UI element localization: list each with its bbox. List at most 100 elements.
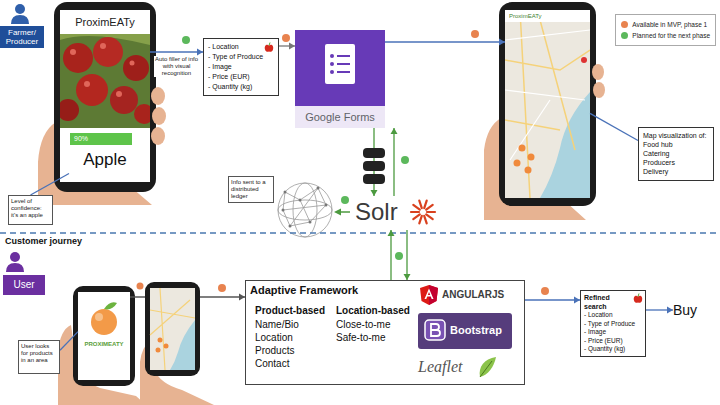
node-text: - Price (EUR): [208, 72, 274, 82]
logo-icon: [476, 355, 498, 379]
edge-label: Auto filler of info with visual recognit…: [154, 56, 200, 77]
producer-icon: [15, 4, 25, 14]
field-list-box: - Location- Type of Produce- Image- Pric…: [203, 38, 279, 96]
logo-icon: [264, 42, 274, 53]
map: [528, 154, 535, 161]
node-text: - Image: [208, 62, 274, 72]
ledger-arrow: [334, 209, 341, 216]
produce-photo: [84, 81, 90, 87]
logo-icon: [425, 320, 445, 340]
node-text: Refined search: [584, 293, 642, 311]
phone-body: [54, 2, 156, 192]
phone-body: [499, 2, 596, 206]
forms-logo: [295, 30, 385, 128]
connector-line: [385, 41, 505, 42]
phase-dot: [137, 30, 550, 295]
phase-dot: [218, 284, 226, 292]
connector-line: [31, 174, 70, 195]
phase-dot: [341, 196, 349, 204]
logo-icon: [420, 285, 438, 305]
produce-photo: [116, 91, 122, 97]
produce-photo: [100, 43, 106, 49]
ledger-globe: [309, 221, 312, 224]
map: [514, 160, 521, 167]
node-text: - Location: [584, 311, 642, 320]
node-text: ProximEATy: [60, 16, 150, 29]
map: [505, 30, 590, 160]
forms-logo: [295, 30, 385, 128]
arrow-head: [667, 307, 673, 314]
callout-box: Map visualization of:Food hubCateringPro…: [638, 127, 714, 181]
arrow-head: [499, 39, 505, 46]
connector: [525, 297, 580, 304]
phone-body: [54, 2, 156, 192]
node-text: Name/Bio: [255, 319, 333, 331]
map: [505, 10, 590, 198]
connector: [60, 332, 78, 351]
phone-body: [73, 286, 135, 386]
forms-logo: [337, 55, 350, 57]
forms-logo: [330, 54, 350, 74]
node-text: Info sent to a distributed ledger: [231, 179, 271, 200]
map: [150, 288, 195, 370]
hand: [151, 87, 166, 145]
node-text: 90%: [70, 133, 132, 145]
ledger-globe: [282, 187, 328, 228]
map: [150, 288, 195, 370]
map: [164, 344, 169, 349]
connector: [590, 113, 638, 140]
map: [158, 338, 163, 343]
ledger-arrow: [340, 211, 350, 213]
logo-icon: [269, 43, 270, 46]
ledger-globe: [325, 204, 328, 207]
legend: Available in MVP, phase 1Planned for the…: [615, 14, 716, 46]
node-text: Safe-to-me: [336, 332, 418, 344]
node-text: Solr: [355, 198, 407, 226]
logo-icon: [420, 285, 438, 305]
logo-icon: [265, 45, 274, 52]
ledger-globe: [278, 183, 332, 237]
logo-icon: [633, 293, 643, 304]
node-text: Bootstrap: [450, 313, 510, 347]
callout-box: Level of confidence: it's an apple: [8, 195, 53, 225]
map: [156, 338, 169, 353]
framework-logo: ANGULARJS: [420, 284, 512, 308]
phone-body: [60, 10, 150, 182]
arrow-head: [371, 190, 378, 196]
hand: [592, 64, 605, 98]
logo-icon: [476, 355, 498, 379]
forms-logo: [337, 63, 350, 65]
node-text: Location: [255, 332, 333, 344]
node-text: Level of confidence: it's an apple: [11, 198, 50, 219]
logo-icon: [264, 42, 274, 53]
produce-photo: [63, 43, 93, 73]
legend-text: Available in MVP, phase 1: [632, 20, 707, 29]
node-text: ProximEATy: [509, 12, 579, 20]
forms-logo: [330, 54, 334, 58]
phone-body: [145, 282, 200, 376]
connector-line: [590, 113, 638, 140]
phase-dot: [401, 156, 409, 164]
legend-swatch: [621, 21, 628, 28]
app-logo: [95, 313, 103, 321]
connector-line: [406, 230, 407, 280]
ledger-arrow: [334, 209, 350, 216]
produce-photo: [110, 86, 138, 114]
node-text: Farmer/ Producer: [1, 28, 43, 46]
ledger-globe: [299, 199, 302, 202]
phone-body: [499, 2, 596, 206]
produce-photo: [134, 104, 150, 124]
produce-photo: [60, 34, 150, 128]
framework-box: Adaptive FrameworkProduct-basedName/BioL…: [245, 280, 525, 385]
phase-dot: [282, 34, 290, 42]
map: [505, 10, 590, 22]
phase-dot: [541, 287, 549, 295]
logo-icon: [638, 294, 639, 297]
hand: [592, 64, 604, 80]
connector-line: [393, 128, 394, 196]
produce-photo: [123, 55, 149, 81]
map: [540, 92, 590, 198]
section-label: Customer journey: [5, 236, 82, 247]
search-box: Refined search- Location- Type of Produc…: [580, 290, 646, 357]
node-text: - Image: [584, 328, 642, 337]
